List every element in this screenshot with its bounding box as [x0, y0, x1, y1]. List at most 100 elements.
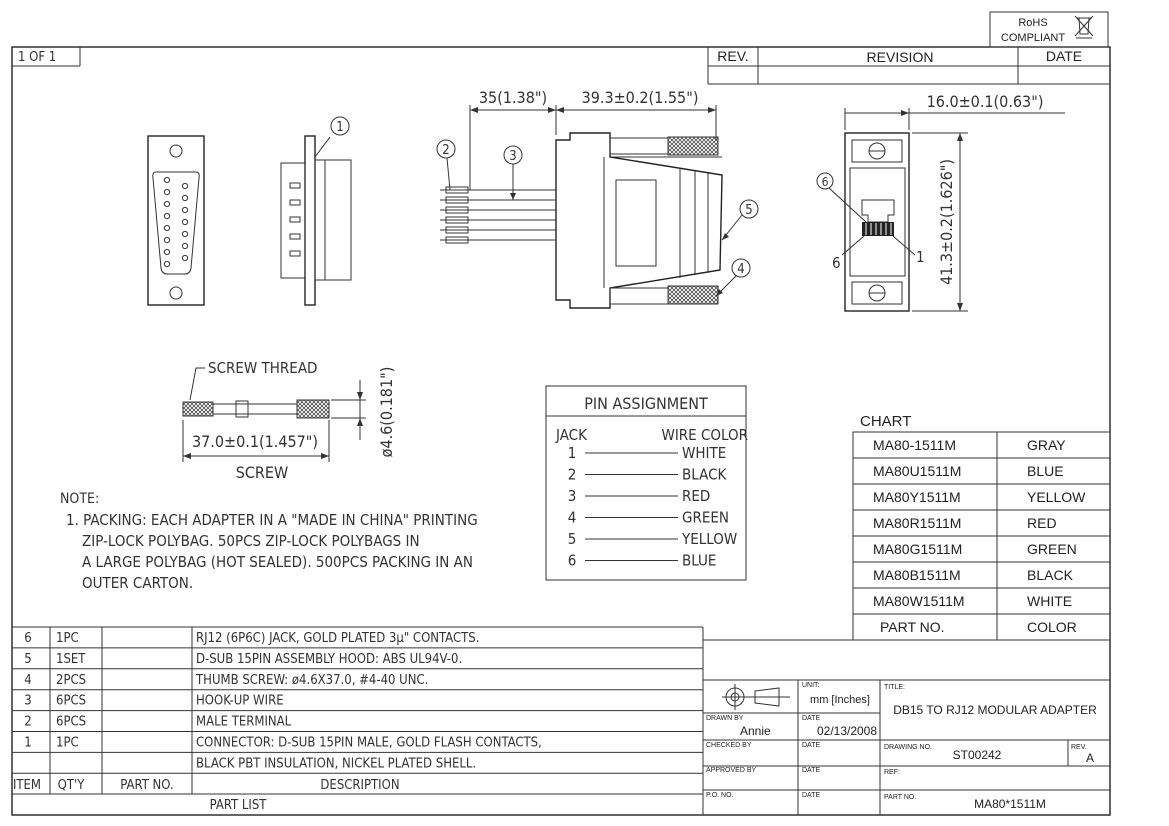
part-description: MALE TERMINAL: [196, 715, 292, 730]
db15-front-view: [147, 135, 205, 306]
pin-wire-color: BLUE: [682, 552, 716, 570]
pin-wire-color: BLACK: [682, 466, 728, 484]
part-description: D-SUB 15PIN ASSEMBLY HOOD: ABS UL94V-0.: [196, 652, 462, 667]
part-description: RJ12 (6P6C) JACK, GOLD PLATED 3μ" CONTAC…: [196, 631, 479, 646]
po-no-label: P.O. NO.: [706, 792, 734, 799]
chart-part-number: PART NO.: [880, 619, 945, 635]
part-list-header-part-no: PART NO.: [120, 778, 173, 793]
terminal: [445, 196, 469, 204]
checked-date-label: DATE: [802, 742, 820, 749]
screw-detail: SCREW THREAD 37.0±0.1(1.457") SCREW ø4.6…: [182, 359, 396, 482]
drawing-no-value: ST00242: [953, 748, 1002, 762]
crossed-bin-icon: [1074, 15, 1094, 39]
dim-wire-length: 35(1.38"): [479, 88, 547, 107]
screw-title: SCREW: [236, 463, 289, 482]
db-pin: [181, 230, 189, 238]
pin-assignment-title: PIN ASSIGNMENT: [584, 394, 708, 413]
unit-label: UNIT:: [802, 682, 820, 689]
drawn-by-value: Annie: [740, 724, 771, 738]
chart-color: GRAY: [1027, 437, 1066, 453]
drawing-no-label: DRAWING NO.: [884, 744, 932, 751]
pin-wire-color: WHITE: [682, 444, 726, 462]
part-list: 6 1PC RJ12 (6P6C) JACK, GOLD PLATED 3μ" CO…: [12, 626, 704, 815]
pin-jack-number: 5: [568, 530, 577, 548]
rj-pin-6-label: 6: [832, 254, 841, 272]
part-no-value: MA80*1511M: [974, 797, 1046, 811]
callout-2: 2: [442, 143, 449, 158]
part-item: 3: [24, 694, 31, 709]
chart-part-number: MA80Y1511M: [873, 489, 961, 505]
chart-color: BLUE: [1027, 463, 1064, 479]
part-item: 6: [24, 631, 31, 646]
part-list-footer: PART LIST: [210, 798, 268, 813]
part-description: CONNECTOR: D-SUB 15PIN MALE, GOLD FLASH …: [196, 736, 542, 751]
drawn-date-value: 02/13/2008: [817, 724, 877, 738]
adapter-side-view: 35(1.38") 39.3±0.2(1.55") 2 3 5 4: [436, 88, 759, 309]
pin-jack-number: 1: [568, 444, 577, 462]
dim-hood-length: 39.3±0.2(1.55"): [582, 88, 699, 107]
part-qty: 6PCS: [56, 715, 86, 730]
terminal: [445, 186, 469, 194]
callout-4: 4: [737, 262, 744, 277]
db-pin: [181, 218, 189, 226]
rev-label: REV.: [1071, 744, 1087, 751]
pin-jack-number: 6: [568, 552, 577, 570]
db-pin: [181, 206, 189, 214]
drawn-by-label: DRAWN BY: [706, 715, 744, 722]
db-pin: [163, 260, 171, 268]
pin-jack-number: 2: [568, 466, 577, 484]
note-line-4: OUTER CARTON.: [82, 574, 193, 592]
chart-part-number: MA80U1511M: [873, 463, 961, 479]
part-item: 2: [24, 715, 31, 730]
drawing-title: DB15 TO RJ12 MODULAR ADAPTER: [893, 703, 1097, 717]
part-list-header-description: DESCRIPTION: [320, 778, 399, 793]
note-block: NOTE: 1. PACKING: EACH ADAPTER IN A "MAD…: [60, 491, 478, 592]
db-pin: [181, 194, 189, 202]
part-item: 5: [24, 652, 31, 667]
dim-screw-diameter: ø4.6(0.181"): [377, 367, 396, 458]
terminal: [445, 236, 469, 244]
db-pin: [163, 212, 171, 220]
pin-col-jack: JACK: [555, 426, 588, 444]
terminal: [445, 206, 469, 214]
rohs-compliant-label: COMPLIANT: [1001, 32, 1065, 44]
chart-part-number: MA80-1511M: [873, 437, 956, 453]
part-item: 1: [24, 736, 31, 751]
approved-date-label: DATE: [802, 767, 820, 774]
note-line-1: 1. PACKING: EACH ADAPTER IN A "MADE IN C…: [66, 511, 478, 529]
projection-symbol-icon: [722, 684, 790, 710]
db-pin: [163, 248, 171, 256]
part-description: THUMB SCREW: ø4.6X37.0, #4-40 UNC.: [195, 673, 428, 688]
revision-header: REVISION: [867, 49, 934, 65]
revision-table: REV. REVISION DATE: [707, 47, 1110, 85]
screw-thread-label: SCREW THREAD: [208, 359, 317, 377]
part-item: 4: [24, 673, 31, 688]
chart-color: COLOR: [1027, 619, 1077, 635]
part-qty: 1SET: [56, 652, 86, 667]
chart-color: RED: [1027, 515, 1057, 531]
note-line-2: ZIP-LOCK POLYBAG. 50PCS ZIP-LOCK POLYBAG…: [82, 532, 420, 550]
chart-part-number: MA80W1511M: [873, 593, 965, 609]
title-block: UNIT: mm [Inches] TITLE: DB15 TO RJ12 MO…: [703, 639, 1110, 815]
rohs-box: RoHS COMPLIANT: [989, 11, 1109, 48]
part-qty: 6PCS: [56, 694, 86, 709]
db-pin: [181, 182, 189, 190]
chart-color: BLACK: [1027, 567, 1074, 583]
rj-pin-1-label: 1: [916, 248, 925, 266]
callout-3: 3: [509, 149, 516, 164]
drawn-date-label: DATE: [802, 715, 820, 722]
chart-part-number: MA80G1511M: [873, 541, 962, 557]
terminal: [445, 226, 469, 234]
part-description: BLACK PBT INSULATION, NICKEL PLATED SHEL…: [196, 756, 476, 771]
rev-header: REV.: [717, 48, 748, 64]
callout-6: 6: [822, 175, 829, 189]
db-pin: [163, 224, 171, 232]
sheet-border: [11, 46, 1111, 816]
part-qty: 1PC: [56, 631, 79, 646]
po-date-label: DATE: [802, 792, 820, 799]
db-pin: [181, 254, 189, 262]
title-label: TITLE:: [884, 684, 905, 691]
